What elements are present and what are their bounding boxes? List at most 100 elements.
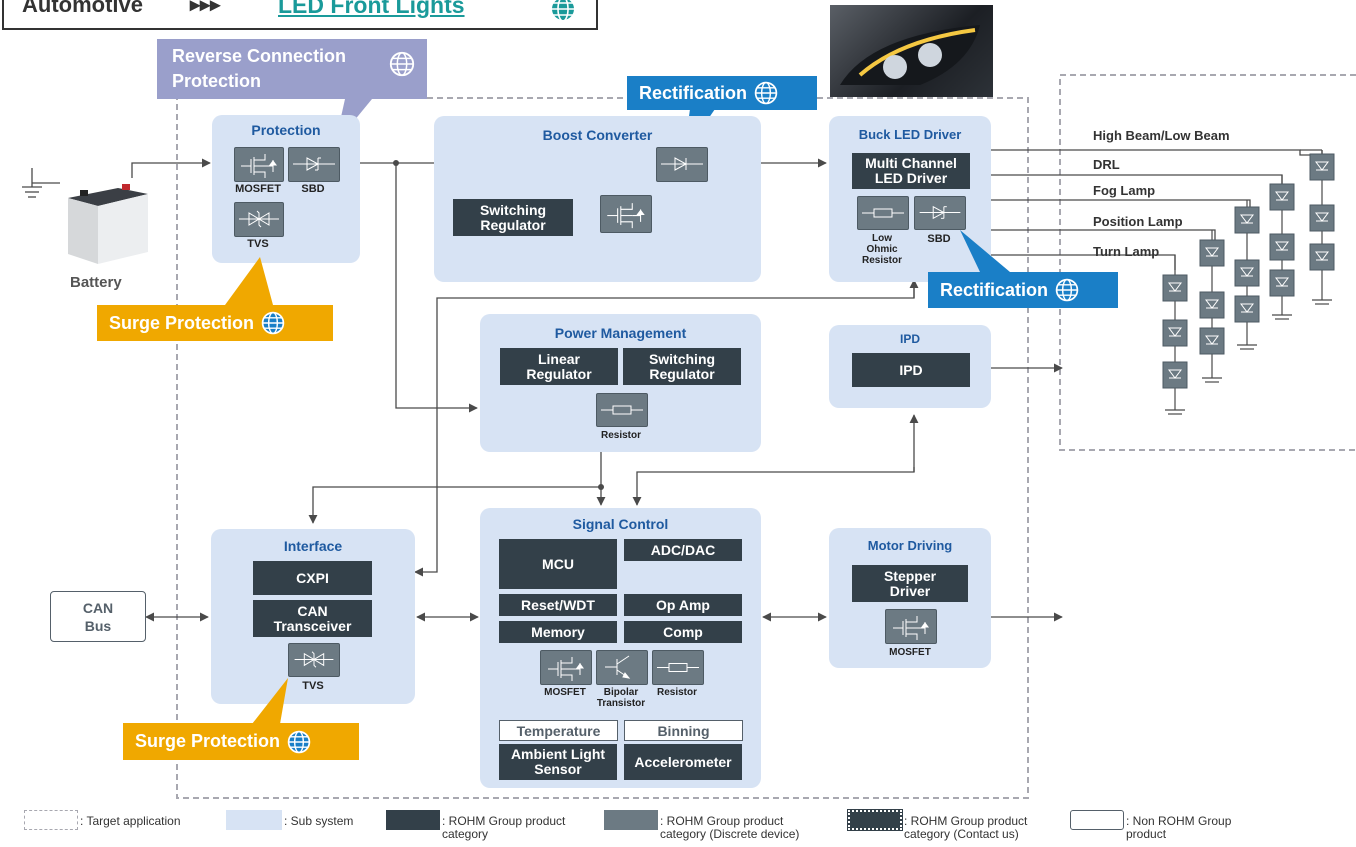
reset-wdt-block[interactable]: Reset/WDT: [499, 594, 617, 616]
header-category: Automotive: [22, 0, 143, 17]
globe-icon: [1055, 278, 1079, 302]
ipd-title: IPD: [899, 332, 920, 346]
lamp-label-high-beam: High Beam/Low Beam: [1093, 128, 1230, 143]
legend-non-text: : Non ROHM Group product: [1126, 814, 1232, 841]
comp-block[interactable]: Comp: [624, 621, 742, 643]
lamp-label-fog: Fog Lamp: [1093, 183, 1156, 198]
globe-icon[interactable]: [388, 50, 416, 78]
boost-converter-title: Boost Converter: [542, 127, 653, 143]
ambient-light-sensor-block[interactable]: Ambient Light Sensor: [499, 744, 617, 780]
legend-rohm-text: : ROHM Group product category: [442, 814, 566, 841]
lamp-label-position: Position Lamp: [1093, 214, 1183, 229]
surge-protection-label: Surge Protection: [109, 312, 255, 333]
temperature-block[interactable]: Temperature: [499, 720, 618, 741]
mcu-block[interactable]: MCU: [499, 539, 617, 589]
globe-icon[interactable]: [548, 0, 578, 24]
cxpi-block[interactable]: CXPI: [253, 561, 372, 595]
tvs-icon: [239, 210, 279, 228]
accelerometer-block[interactable]: Accelerometer: [624, 744, 742, 780]
tvs-label: TVS: [247, 238, 269, 250]
tvs-icon: [294, 651, 334, 668]
header-arrows: ▸▸▸: [190, 0, 221, 16]
memory-block[interactable]: Memory: [499, 621, 617, 643]
resistor-block[interactable]: [652, 650, 704, 685]
adc-dac-block[interactable]: ADC/DAC: [624, 539, 742, 561]
battery-label: Battery: [70, 274, 122, 291]
switching-regulator-block[interactable]: Switching Regulator: [623, 348, 741, 385]
surge-protection-label: Surge Protection: [135, 731, 281, 751]
signal-control-title: Signal Control: [572, 516, 669, 532]
buck-sbd-label: SBD: [927, 233, 951, 245]
rectification-callout-right[interactable]: Rectification: [928, 272, 1118, 308]
led-strings: [1162, 150, 1335, 415]
protection-subsystem: [212, 115, 360, 263]
mosfet-block[interactable]: [234, 147, 284, 182]
legend-discrete-swatch: [604, 810, 658, 830]
resistor-label: Resistor: [656, 687, 697, 698]
resistor-icon: [657, 663, 699, 672]
battery-image: [58, 176, 150, 266]
ipd-block[interactable]: IPD: [852, 353, 970, 387]
can-bus-block[interactable]: CAN Bus: [50, 591, 146, 642]
mosfet-icon: [607, 203, 645, 229]
mosfet-icon: [241, 154, 277, 178]
legend-sub-swatch: [226, 810, 282, 830]
legend-sub-text: : Sub system: [284, 814, 354, 828]
switching-regulator-block[interactable]: Switching Regulator: [453, 199, 573, 236]
bipolar-transistor-label: Bipolar Transistor: [596, 687, 646, 709]
lamp-label-turn: Turn Lamp: [1093, 244, 1160, 259]
globe-icon: [261, 311, 285, 335]
diode-icon: [293, 157, 335, 171]
legend-target-swatch: [24, 810, 78, 830]
diode-icon: [919, 205, 961, 220]
rectification-callout-top[interactable]: Rectification: [627, 76, 817, 110]
op-amp-block[interactable]: Op Amp: [624, 594, 742, 616]
legend-target-text: : Target application: [80, 814, 181, 828]
bipolar-transistor-block[interactable]: [596, 650, 648, 685]
lamp-label-drl: DRL: [1093, 157, 1120, 172]
headlight-image: [830, 5, 993, 97]
multi-channel-led-driver-block[interactable]: Multi Channel LED Driver: [852, 153, 970, 189]
buck-led-driver-title: Buck LED Driver: [858, 127, 962, 142]
sbd-label: SBD: [301, 183, 325, 195]
resistor-icon: [601, 405, 643, 415]
resistor-label: Resistor: [600, 430, 641, 441]
stepper-driver-block[interactable]: Stepper Driver: [852, 565, 968, 602]
boost-mosfet-block[interactable]: [600, 195, 652, 233]
mosfet-icon: [893, 616, 929, 640]
tvs-label: TVS: [302, 680, 324, 692]
sbd-block[interactable]: [288, 147, 340, 182]
resistor-icon: [862, 208, 904, 218]
bipolar-transistor-icon: [605, 655, 631, 679]
tvs-block[interactable]: [288, 643, 340, 677]
low-ohmic-resistor-label: Low Ohmic Resistor: [861, 233, 902, 266]
resistor-block[interactable]: [596, 393, 648, 427]
can-transceiver-block[interactable]: CAN Transceiver: [253, 600, 372, 637]
buck-sbd-block[interactable]: [914, 196, 966, 230]
interface-title: Interface: [283, 538, 343, 554]
rectification-label: Rectification: [639, 82, 748, 103]
mosfet-block[interactable]: [540, 650, 592, 685]
mosfet-label: MOSFET: [235, 183, 281, 195]
mosfet-icon: [548, 657, 584, 681]
header-title-link[interactable]: LED Front Lights: [278, 0, 465, 18]
reverse-connection-label: Reverse Connection Protection: [172, 46, 347, 91]
surge-protection-callout-top[interactable]: Surge Protection: [97, 305, 333, 341]
globe-icon: [287, 730, 311, 753]
can-bus-label: CAN Bus: [82, 599, 114, 634]
lamp-application-frame: [1059, 74, 1356, 451]
linear-regulator-block[interactable]: Linear Regulator: [500, 348, 618, 385]
target-application-frame: [176, 97, 1029, 799]
surge-protection-callout-bottom[interactable]: Surge Protection: [123, 723, 359, 760]
callout-pointer: [960, 230, 1010, 272]
reverse-connection-callout[interactable]: [157, 39, 427, 99]
binning-block[interactable]: Binning: [624, 720, 743, 741]
mosfet-label: MOSFET: [544, 687, 586, 698]
low-ohmic-resistor-block[interactable]: [857, 196, 909, 230]
legend-contact-text: : ROHM Group product category (Contact u…: [904, 814, 1028, 841]
mosfet-block[interactable]: [885, 609, 937, 644]
tvs-block[interactable]: [234, 202, 284, 237]
legend-non-swatch: [1070, 810, 1124, 830]
boost-diode-block[interactable]: [656, 147, 708, 182]
globe-icon: [754, 81, 778, 105]
